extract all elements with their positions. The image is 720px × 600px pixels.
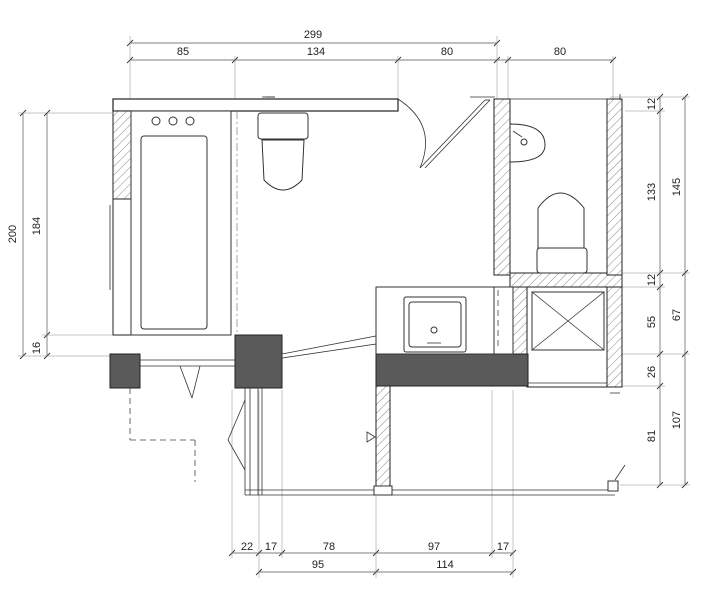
dim-bottom-114: 114 <box>436 559 454 571</box>
top-dimension-chain: 299 85 134 80 80 <box>126 29 617 100</box>
left-dimension-chain: 200 184 16 <box>7 109 130 360</box>
toilet-main <box>257 112 309 191</box>
dim-left-inner: 184 <box>31 217 43 235</box>
right-dimension-chain: 12 133 12 55 26 81 145 67 107 <box>610 93 690 489</box>
vanity-sink <box>375 286 495 355</box>
left-wall-upper <box>112 110 132 200</box>
dim-right-133: 133 <box>646 183 658 201</box>
dim-left-outer: 200 <box>7 225 19 243</box>
dim-top-b: 134 <box>307 46 325 58</box>
beam-right <box>375 353 529 387</box>
dim-bottom-17b: 17 <box>497 541 509 553</box>
dim-top-c: 80 <box>441 46 453 58</box>
column-left <box>109 353 141 389</box>
dim-bottom-22: 22 <box>241 541 253 553</box>
dim-right-145: 145 <box>671 178 683 196</box>
walls <box>109 96 623 487</box>
doors <box>140 98 491 399</box>
dim-right-12b: 12 <box>646 274 658 286</box>
dim-left-small: 16 <box>31 342 43 354</box>
hidden-lines <box>129 94 626 496</box>
corridor-wall <box>375 385 391 487</box>
door-sliding <box>281 335 377 359</box>
shower-left-wall <box>512 286 528 355</box>
vanity-cabinet <box>493 286 514 355</box>
dim-top-d: 80 <box>554 46 566 58</box>
toilet-wc <box>536 192 588 274</box>
dim-right-67: 67 <box>671 309 683 321</box>
dim-right-26: 26 <box>646 366 658 378</box>
column-center <box>234 334 283 389</box>
shower-right-wall <box>606 286 623 388</box>
wc-left-wall <box>493 98 511 276</box>
left-wall-lower <box>112 198 132 336</box>
door-main-swing <box>397 98 426 169</box>
dim-right-55: 55 <box>646 316 658 328</box>
dim-bottom-17a: 17 <box>265 541 277 553</box>
dim-top-a: 85 <box>177 46 189 58</box>
fixtures <box>130 110 605 355</box>
dim-bottom-95: 95 <box>312 559 324 571</box>
wc-bottom-wall <box>509 272 623 288</box>
wc-basin <box>509 123 546 163</box>
dim-bottom-78: 78 <box>323 541 335 553</box>
shower-tray <box>531 291 605 351</box>
dim-right-107: 107 <box>671 411 683 429</box>
dim-top-total: 299 <box>304 29 322 41</box>
bathtub <box>130 110 232 336</box>
dim-right-12a: 12 <box>646 98 658 110</box>
dim-right-81: 81 <box>646 430 658 442</box>
top-wall <box>112 98 399 112</box>
dim-bottom-97: 97 <box>428 541 440 553</box>
wc-right-wall <box>606 98 623 276</box>
bottom-dimension-chain: 22 17 78 97 17 95 114 <box>228 390 517 578</box>
